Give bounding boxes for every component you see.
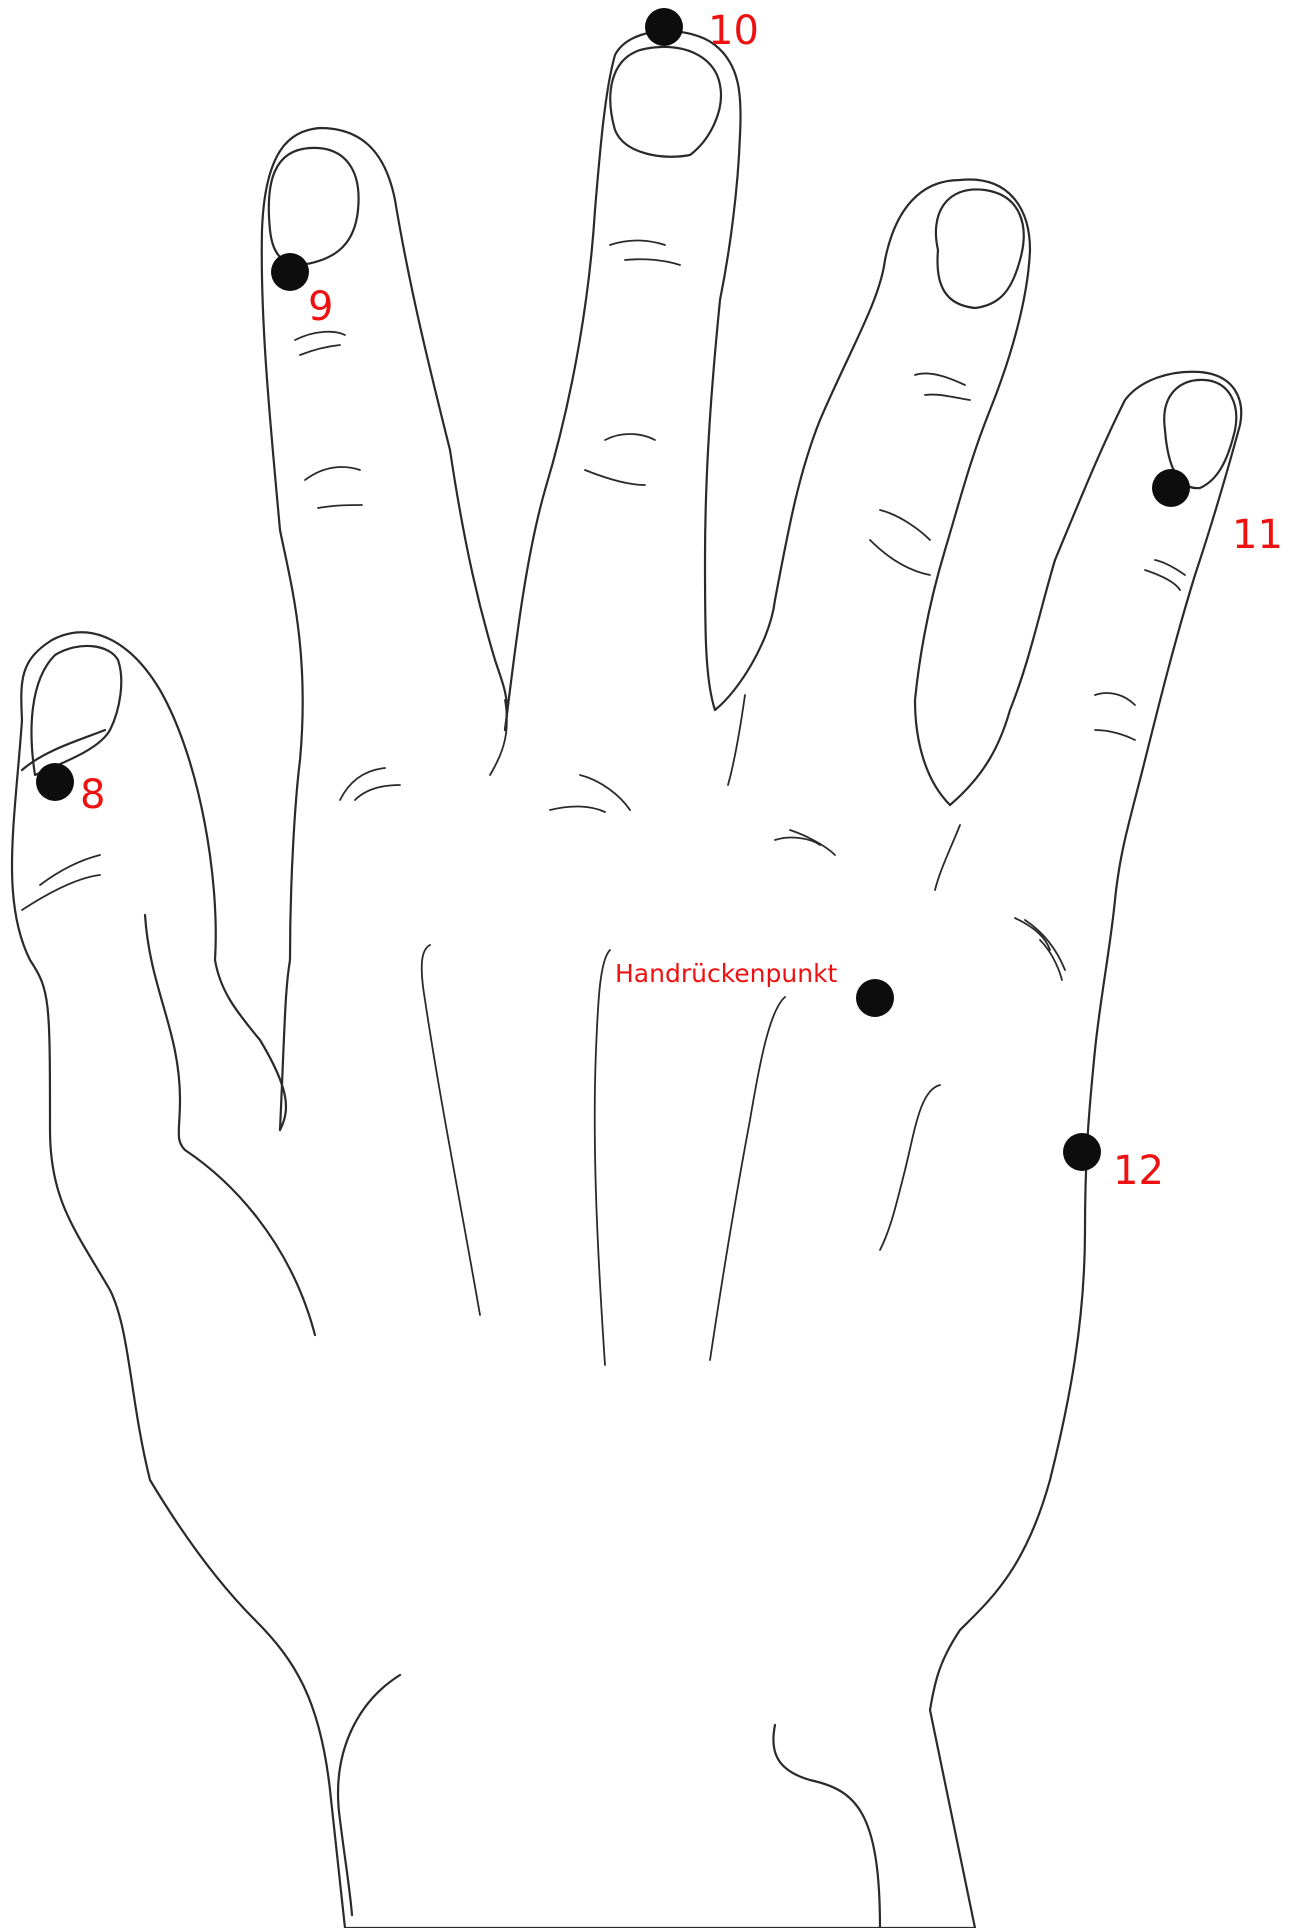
index-finger-nail [269, 148, 359, 265]
point-label-11: 11 [1232, 512, 1283, 558]
little-wrinkle [1095, 693, 1135, 705]
index-wrinkle [305, 467, 360, 480]
knuckle-wrinkle [340, 768, 385, 800]
finger-gap-crease [490, 700, 507, 775]
knuckle-wrinkle [790, 830, 835, 855]
point-label-handback: Handrückenpunkt [615, 959, 838, 988]
point-marker-9 [271, 253, 309, 291]
middle-wrinkle [625, 259, 680, 265]
point-marker-11 [1152, 469, 1190, 507]
ring-finger-outline [715, 180, 1030, 805]
tendon-line [595, 950, 610, 1365]
middle-finger-outline [505, 31, 741, 730]
finger-gap-crease [935, 825, 960, 890]
middle-wrinkle [585, 470, 645, 485]
little-wrinkle [1145, 570, 1180, 590]
middle-finger-nail [610, 47, 721, 157]
knuckle-wrinkle [580, 775, 630, 810]
index-wrinkle [295, 332, 345, 340]
middle-wrinkle [610, 240, 665, 245]
point-marker-12 [1063, 1133, 1101, 1171]
knuckle-wrinkle [775, 838, 820, 845]
thumb-wrinkle [22, 875, 100, 910]
point-label-12: 12 [1113, 1148, 1164, 1194]
point-marker-10 [645, 8, 683, 46]
index-wrinkle [318, 505, 362, 508]
tendon-line [880, 1085, 940, 1250]
middle-wrinkle [605, 434, 655, 440]
index-wrinkle [300, 345, 340, 355]
knuckle-wrinkle [355, 785, 400, 800]
wrist-bone-curve [338, 1675, 400, 1915]
point-label-9: 9 [308, 284, 333, 330]
knuckle-wrinkle [550, 806, 605, 812]
hand-details [22, 240, 1185, 1365]
little-wrinkle [1155, 560, 1185, 575]
ring-wrinkle [870, 540, 930, 575]
point-marker-handback [856, 979, 894, 1017]
ring-wrinkle [915, 373, 965, 385]
tendon-line [710, 997, 785, 1360]
thumb-inner-line [145, 915, 315, 1335]
finger-gap-crease [728, 695, 745, 785]
ring-wrinkle [880, 510, 930, 540]
wrist-tendon-curve [773, 1725, 880, 1928]
point-label-10: 10 [708, 8, 759, 54]
ring-wrinkle [925, 395, 970, 400]
tendon-line [422, 945, 480, 1315]
point-marker-8 [36, 763, 74, 801]
thumb-wrinkle [40, 855, 100, 885]
point-label-8: 8 [80, 772, 105, 818]
little-wrinkle [1095, 730, 1135, 740]
ring-finger-nail [936, 189, 1024, 308]
